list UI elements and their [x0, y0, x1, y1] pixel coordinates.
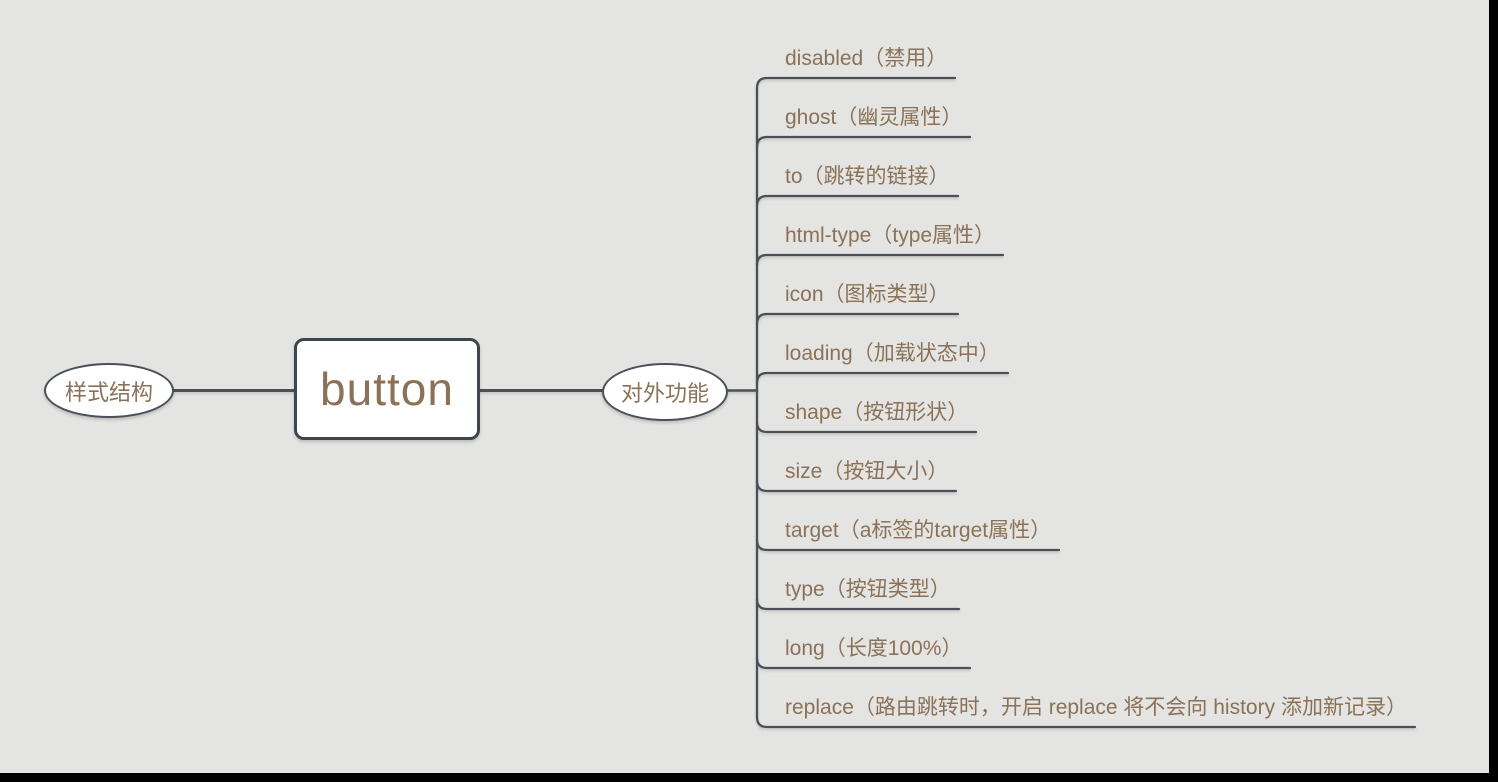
- node-external-features[interactable]: 对外功能: [602, 363, 728, 421]
- branch-item[interactable]: type（按钮类型）: [785, 575, 951, 605]
- branch-label: to（跳转的链接）: [785, 165, 950, 188]
- branch-label: replace（路由跳转时，开启 replace 将不会向 history 添加…: [785, 696, 1407, 719]
- branch-label: loading（加载状态中）: [785, 342, 1000, 365]
- branch-item[interactable]: shape（按钮形状）: [785, 398, 968, 428]
- node-root-button[interactable]: button: [294, 338, 480, 440]
- branch-label: icon（图标类型）: [785, 283, 950, 306]
- node-style-structure[interactable]: 样式结构: [44, 363, 174, 418]
- branch-item[interactable]: target（a标签的target属性）: [785, 516, 1051, 546]
- branch-label: long（长度100%）: [785, 637, 963, 660]
- branch-label: type（按钮类型）: [785, 578, 951, 601]
- branch-item[interactable]: to（跳转的链接）: [785, 162, 950, 192]
- branch-label: size（按钮大小）: [785, 460, 949, 483]
- branch-label: target（a标签的target属性）: [785, 519, 1052, 542]
- branch-item[interactable]: long（长度100%）: [785, 634, 962, 664]
- branch-label: disabled（禁用）: [785, 47, 948, 70]
- branch-item[interactable]: loading（加载状态中）: [785, 339, 1000, 369]
- branch-item[interactable]: disabled（禁用）: [785, 44, 947, 74]
- branch-label: shape（按钮形状）: [785, 401, 969, 424]
- node-style-structure-label: 样式结构: [64, 379, 153, 405]
- branch-item[interactable]: icon（图标类型）: [785, 280, 950, 310]
- node-external-features-label: 对外功能: [620, 381, 709, 406]
- branch-label: ghost（幽灵属性）: [785, 106, 963, 129]
- branch-item[interactable]: size（按钮大小）: [785, 457, 948, 487]
- node-root-button-label: button: [320, 363, 454, 415]
- branch-item[interactable]: ghost（幽灵属性）: [785, 103, 962, 133]
- branch-item[interactable]: replace（路由跳转时，开启 replace 将不会向 history 添加…: [785, 693, 1407, 723]
- branch-item[interactable]: html-type（type属性）: [785, 221, 995, 251]
- branch-label: html-type（type属性）: [785, 224, 996, 247]
